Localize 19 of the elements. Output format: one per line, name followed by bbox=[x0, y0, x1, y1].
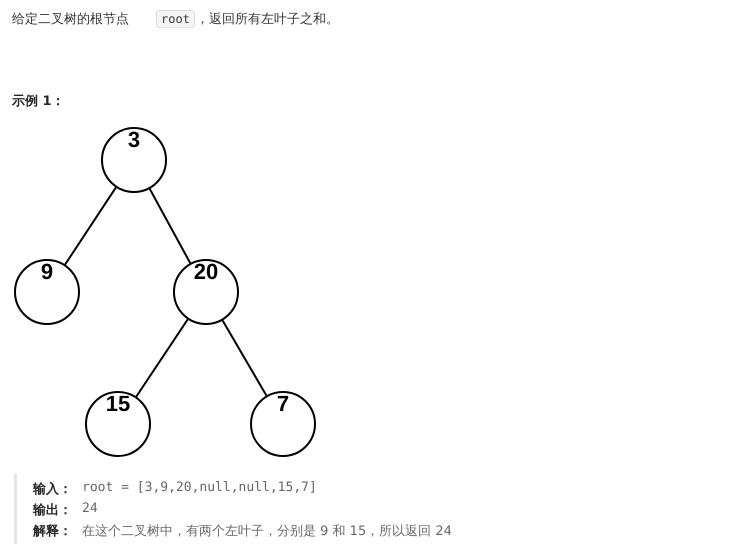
edge-line bbox=[135, 318, 189, 398]
edge-line bbox=[148, 188, 192, 264]
tree-node: 20 bbox=[173, 259, 239, 325]
input-value: root = [3,9,20,null,null,15,7] bbox=[82, 480, 317, 495]
tree-node: 15 bbox=[85, 391, 151, 457]
field-label: 解释： bbox=[33, 523, 72, 540]
output-value: 24 bbox=[82, 501, 98, 516]
tree-node: 3 bbox=[101, 127, 167, 193]
edge-line bbox=[222, 320, 268, 396]
problem-text: 给定二叉树的根节点 bbox=[12, 11, 129, 28]
problem-text: ，返回所有左叶子之和。 bbox=[196, 11, 339, 28]
tree-node: 9 bbox=[14, 259, 80, 325]
edge-line bbox=[64, 187, 117, 265]
field-label: 输出： bbox=[33, 502, 72, 519]
inline-code: root bbox=[156, 10, 195, 28]
tree-node: 7 bbox=[250, 391, 316, 457]
field-label: 输入： bbox=[33, 480, 72, 498]
explanation-text: 在这个二叉树中，有两个左叶子，分别是 9 和 15，所以返回 24 bbox=[82, 523, 452, 540]
example-heading: 示例 1： bbox=[12, 93, 65, 110]
